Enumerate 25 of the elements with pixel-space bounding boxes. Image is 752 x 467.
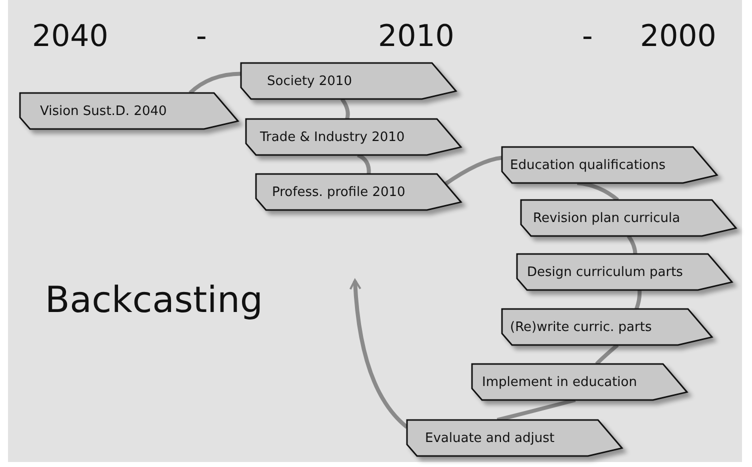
step-label: Society 2010 (267, 74, 352, 88)
step-label: Revision plan curricula (533, 212, 680, 224)
connector-line (443, 156, 502, 186)
step-label: Trade & Industry 2010 (260, 130, 405, 144)
timeline-label: 2040 (32, 22, 108, 52)
connector-line (577, 181, 619, 202)
timeline-label: - (582, 22, 593, 52)
connector-line (595, 343, 619, 366)
connector-line (634, 290, 642, 310)
timeline-label: - (196, 22, 207, 52)
step-label: Profess. profile 2010 (272, 186, 406, 198)
step-label: (Re)write curric. parts (510, 320, 652, 334)
connector-line (356, 153, 371, 174)
connector-line (626, 234, 638, 254)
connector-line (340, 98, 350, 120)
step-label: Evaluate and adjust (425, 432, 554, 444)
step-label: Design curriculum parts (527, 266, 683, 278)
timeline-label: 2000 (640, 22, 716, 52)
timeline-label: 2010 (378, 22, 454, 52)
step-label: Implement in education (482, 376, 637, 388)
connector-line (188, 72, 242, 94)
diagram-heading: Backcasting (45, 283, 263, 319)
curved-arrow (350, 279, 408, 429)
step-label: Education qualifications (510, 158, 666, 172)
step-label: Vision Sust.D. 2040 (40, 104, 167, 118)
